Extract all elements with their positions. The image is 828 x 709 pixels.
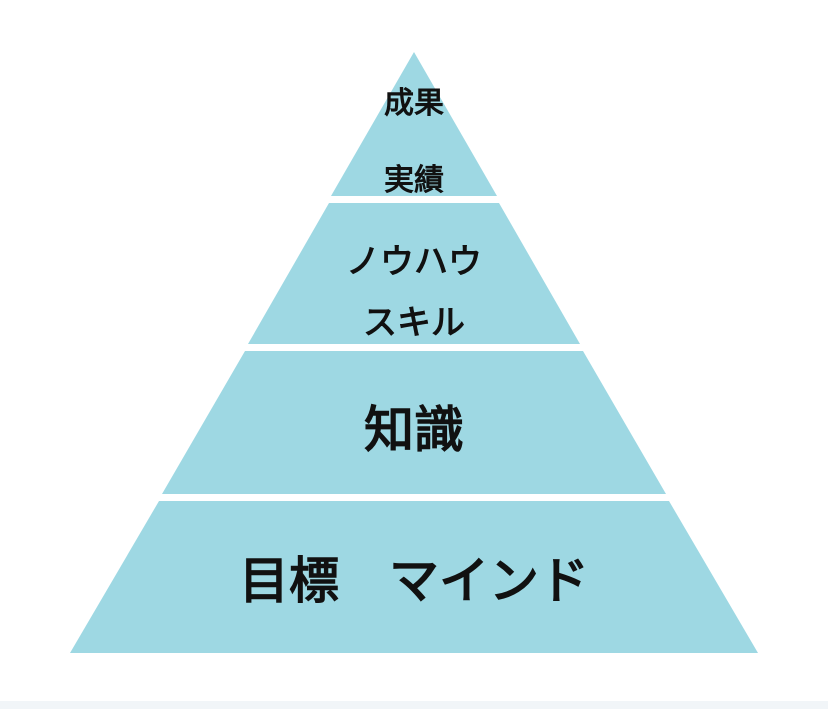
tier-third-shape bbox=[162, 351, 666, 494]
tier-base-label: 目標 マインド bbox=[239, 552, 589, 610]
tier-top-label-2: 実績 bbox=[384, 163, 444, 198]
tier-base-shape bbox=[70, 501, 758, 653]
tier-third-label: 知識 bbox=[364, 401, 464, 459]
tier-top-label-1: 成果 bbox=[384, 86, 444, 121]
tier-top-shape bbox=[331, 52, 497, 196]
bottom-strip bbox=[0, 701, 828, 709]
tier-second-label-1: ノウハウ bbox=[346, 242, 482, 282]
tier-second-shape bbox=[248, 203, 580, 344]
tier-second-label-2: スキル bbox=[363, 303, 465, 343]
